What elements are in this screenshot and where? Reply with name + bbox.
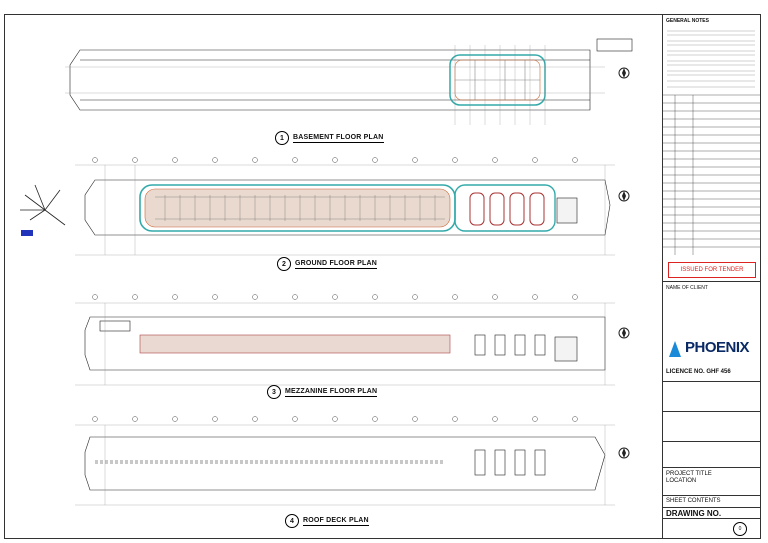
general-notes-heading: GENERAL NOTES	[666, 18, 709, 24]
ground-grid	[75, 164, 615, 256]
company-logo: PHOENIX	[667, 337, 759, 361]
north-arrow-icon	[618, 67, 630, 79]
plan-title: ROOF DECK PLAN	[303, 516, 369, 526]
ground-floor-plan	[84, 179, 611, 236]
plan-number: 4	[285, 514, 299, 528]
client-section: NAME OF CLIENT	[663, 281, 761, 336]
plan-label-basement: 1 BASEMENT FLOOR PLAN	[275, 131, 384, 145]
revision-box	[596, 38, 633, 52]
basement-plan	[69, 49, 591, 111]
roof-deck-plan	[84, 436, 606, 491]
drawing-no-section	[663, 507, 761, 517]
roof-grid	[75, 424, 615, 506]
location-label: LOCATION	[666, 478, 697, 484]
plan-title: MEZZANINE FLOOR PLAN	[285, 387, 378, 397]
client-label: NAME OF CLIENT	[666, 285, 708, 291]
north-arrow-icon	[618, 327, 630, 339]
north-arrow-icon	[618, 447, 630, 459]
roof-outline	[84, 436, 606, 491]
title-block: GENERAL NOTES	[662, 15, 761, 538]
sheet-contents-label: SHEET CONTENTS	[666, 498, 721, 504]
floor-plans-svg	[20, 38, 633, 506]
plan-label-ground: 2 GROUND FLOOR PLAN	[277, 257, 377, 271]
plan-title: GROUND FLOOR PLAN	[295, 259, 377, 269]
tree-sketch	[20, 184, 66, 226]
north-arrow-icon	[618, 190, 630, 202]
notes-and-revisions-table	[663, 30, 761, 255]
revision-section	[663, 518, 761, 538]
ground-outline	[84, 179, 611, 236]
plan-number: 1	[275, 131, 289, 145]
drawing-area: 1 BASEMENT FLOOR PLAN 2 GROUND FLOOR PLA…	[5, 15, 661, 538]
plan-number: 3	[267, 385, 281, 399]
mezzanine-grid	[75, 302, 615, 386]
drawing-no-label: DRAWING NO.	[666, 509, 722, 518]
notes-text-section	[663, 381, 761, 411]
drawing-sheet: 1 BASEMENT FLOOR PLAN 2 GROUND FLOOR PLA…	[4, 14, 761, 539]
plan-label-roof: 4 ROOF DECK PLAN	[285, 514, 369, 528]
plan-number: 2	[277, 257, 291, 271]
ground-stalls	[155, 195, 445, 221]
phoenix-logo-icon	[669, 341, 681, 357]
basement-outline	[69, 49, 591, 111]
company-name: PHOENIX	[685, 339, 750, 356]
project-section: PROJECT TITLE LOCATION	[663, 467, 761, 495]
revision-number: 0	[733, 522, 747, 536]
issued-for-tender-stamp: ISSUED FOR TENDER	[668, 262, 756, 278]
sheet-contents-section: SHEET CONTENTS	[663, 495, 761, 507]
basement-grid	[65, 45, 605, 125]
plan-title: BASEMENT FLOOR PLAN	[293, 133, 384, 143]
mezzanine-plan	[84, 316, 606, 371]
licence-number: LICENCE NO. GHF 456	[666, 369, 731, 375]
grid-bubbles	[92, 157, 578, 422]
legend-swatch	[21, 230, 33, 236]
blank-section	[663, 411, 761, 441]
plan-label-mezzanine: 3 MEZZANINE FLOOR PLAN	[267, 385, 378, 399]
project-title-label: PROJECT TITLE	[666, 471, 712, 477]
architect-section	[663, 441, 761, 467]
